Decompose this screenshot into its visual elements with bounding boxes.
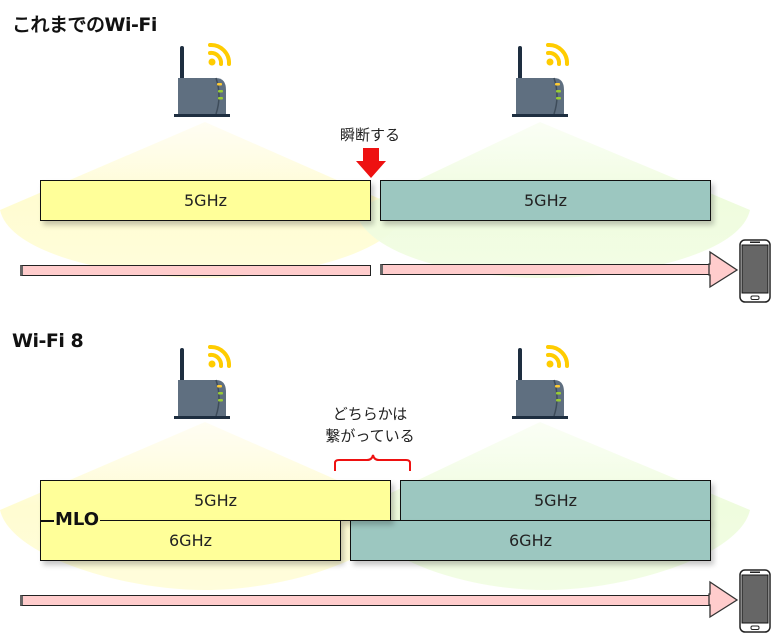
red-brace-icon [334, 454, 411, 471]
section-heading-legacy: これまでのWi-Fi [12, 14, 157, 36]
movement-bar-segment [380, 264, 711, 275]
mlo-divider-line [41, 520, 61, 522]
mlo-label: MLO [54, 508, 101, 532]
connected-note-line1: どちらかは [332, 405, 408, 423]
band-ap1-5ghz: 5GHz [40, 180, 371, 221]
red-down-arrow-icon [356, 148, 386, 178]
movement-arrow-head [708, 580, 739, 619]
connected-note-line2: 繋がっている [325, 427, 415, 445]
wifi-router-icon [174, 42, 232, 117]
band-ap2-5ghz: 5GHz [400, 480, 711, 521]
section-heading-wifi8: Wi-Fi 8 [12, 330, 84, 352]
connected-note: どちらかは 繋がっている [300, 403, 440, 447]
movement-bar [20, 595, 715, 606]
movement-arrow-head [708, 250, 739, 289]
disconnect-note: 瞬断する [339, 126, 400, 144]
wifi-router-icon [512, 42, 570, 117]
smartphone-icon [739, 239, 771, 303]
movement-bar-segment [20, 265, 371, 276]
smartphone-icon [739, 569, 771, 633]
wifi-router-icon [512, 344, 570, 419]
wifi-router-icon [174, 344, 232, 419]
band-ap2-6ghz: 6GHz [350, 520, 711, 561]
band-ap2-5ghz: 5GHz [380, 180, 711, 221]
